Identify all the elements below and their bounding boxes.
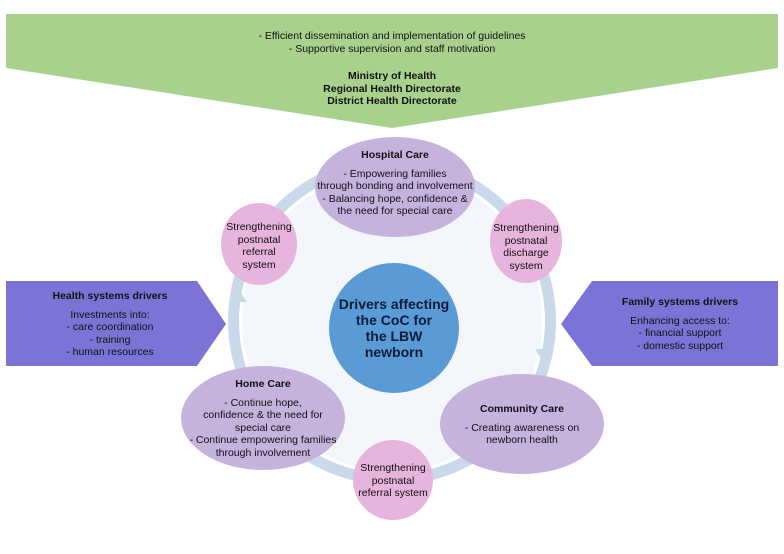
referral-left-line-3: referral	[242, 246, 276, 258]
center-line-3: the LBW	[365, 328, 423, 344]
family-drivers-line-3: - domestic support	[636, 339, 724, 352]
hospital-care-line-3: - Balancing hope, confidence &	[322, 192, 468, 205]
discharge-line-3: discharge	[503, 247, 549, 259]
home-care-line-3: special care	[234, 421, 292, 434]
home-care-title: Home Care	[235, 378, 291, 390]
hospital-care-line-4: the need for special care	[337, 205, 453, 217]
banner-action-1: - Efficient dissemination and implementa…	[258, 30, 526, 42]
home-care-text: Home Care - Continue hope, confidence & …	[178, 378, 348, 459]
discharge-text: Strengthening postnatal discharge system	[486, 222, 566, 272]
referral-bottom-line-3: referral system	[358, 487, 428, 499]
referral-left-line-4: system	[242, 258, 276, 271]
home-care-line-2: confidence & the need for	[203, 409, 323, 421]
family-drivers-title: Family systems drivers	[621, 296, 739, 308]
top-banner-levels: Ministry of Health Regional Health Direc…	[240, 70, 544, 108]
referral-bottom-line-1: Strengthening	[360, 462, 426, 474]
community-care-ellipse	[440, 374, 604, 474]
center-line-1: Drivers affecting	[338, 296, 450, 312]
referral-left-ellipse	[221, 203, 297, 285]
family-drivers-line-2: - financial support	[638, 327, 722, 339]
home-care-line-5: through involvement	[215, 446, 311, 459]
community-care-title: Community Care	[479, 403, 564, 415]
referral-left-line-1: Strengthening	[226, 221, 292, 233]
family-drivers-line-1: Enhancing access to:	[630, 314, 730, 327]
discharge-line-4: system	[509, 259, 543, 272]
health-drivers-line-2: - care coordination	[66, 321, 154, 333]
community-care-line-1: - Creating awareness on	[464, 421, 580, 434]
top-banner-actions: - Efficient dissemination and implementa…	[180, 30, 604, 55]
health-drivers-arrow	[6, 281, 226, 366]
community-care-line-2: newborn health	[486, 434, 558, 446]
community-care-text: Community Care - Creating awareness on n…	[442, 403, 602, 447]
ring-arrow-left	[232, 290, 247, 302]
hospital-care-title: Hospital Care	[361, 149, 429, 161]
family-drivers-text: Family systems drivers Enhancing access …	[590, 296, 770, 352]
referral-left-text: Strengthening postnatal referral system	[219, 221, 299, 271]
discharge-line-2: postnatal	[504, 234, 548, 247]
health-drivers-line-3: - training	[89, 333, 131, 346]
health-drivers-line-1: Investments into:	[70, 308, 150, 321]
health-drivers-title: Health systems drivers	[52, 290, 168, 302]
health-drivers-text: Health systems drivers Investments into:…	[20, 290, 200, 359]
center-text: Drivers affecting the CoC for the LBW ne…	[329, 296, 459, 360]
referral-bottom-line-2: postnatal	[371, 474, 415, 487]
referral-bottom-ellipse	[353, 440, 433, 520]
home-care-line-4: - Continue empowering families	[189, 434, 337, 446]
hospital-care-line-1: - Empowering families	[343, 167, 447, 180]
hospital-care-line-2: through bonding and involvement	[317, 180, 473, 192]
banner-level-3: District Health Directorate	[327, 95, 457, 107]
referral-left-line-2: postnatal	[237, 233, 281, 246]
ring-arrow-right	[535, 349, 551, 362]
center-line-4: newborn	[364, 344, 424, 360]
banner-action-2: - Supportive supervision and staff motiv…	[288, 42, 496, 55]
discharge-line-1: Strengthening	[493, 222, 559, 234]
discharge-ellipse	[490, 199, 562, 283]
center-circle	[329, 263, 459, 393]
banner-level-2: Regional Health Directorate	[323, 82, 461, 95]
hospital-care-text: Hospital Care - Empowering families thro…	[305, 149, 485, 218]
hospital-care-ellipse	[315, 137, 475, 237]
health-drivers-line-4: - human resources	[66, 346, 154, 358]
banner-level-1: Ministry of Health	[347, 70, 437, 82]
referral-bottom-text: Strengthening postnatal referral system	[348, 462, 438, 500]
home-care-ellipse	[181, 366, 345, 470]
home-care-line-1: - Continue hope,	[224, 396, 302, 409]
center-line-2: the CoC for	[355, 312, 433, 328]
family-drivers-arrow	[561, 281, 778, 366]
top-banner-arrow	[6, 14, 778, 128]
